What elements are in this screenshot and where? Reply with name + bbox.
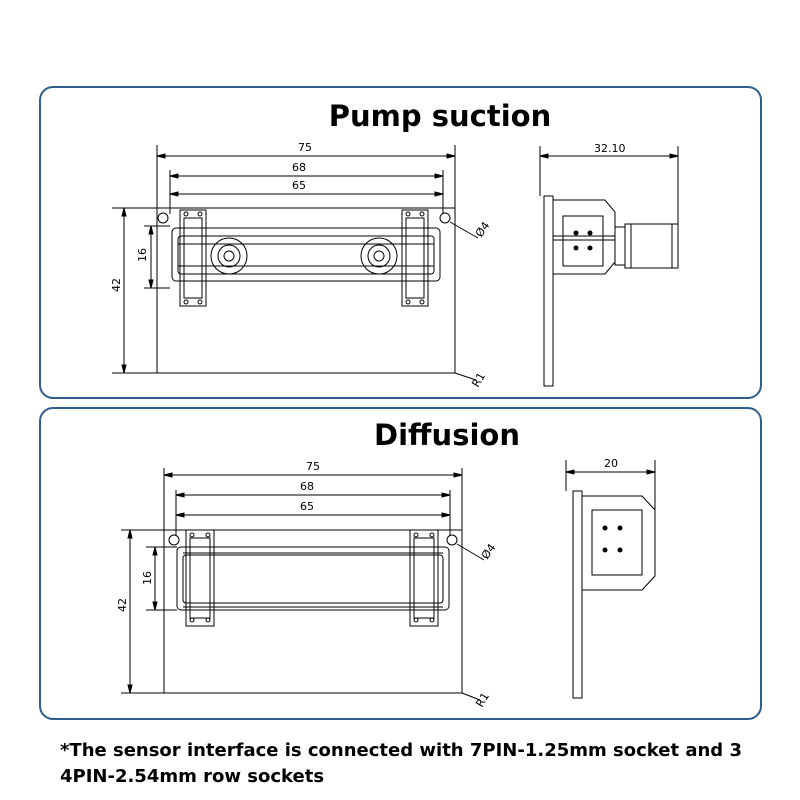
pump-dim-16: 16: [136, 248, 149, 262]
pump-dim-65: 65: [292, 179, 306, 192]
pump-dim-side: 32.10: [594, 142, 626, 155]
pump-side-bracket: [543, 195, 554, 387]
pump-chamber: [171, 227, 441, 282]
diffusion-dim-65: 65: [300, 500, 314, 513]
diffusion-hole-left: [168, 534, 180, 546]
diffusion-dim-side: 20: [604, 457, 618, 470]
pump-hole-right: [439, 212, 451, 224]
diffusion-dim-hole: Ø4: [479, 541, 499, 561]
diffusion-title: Diffusion: [374, 418, 520, 452]
pump-dim-42: 42: [110, 278, 123, 292]
pump-clamp-right: [401, 209, 429, 307]
diffusion-side-body: [581, 495, 656, 591]
pump-chamber-inner: [177, 235, 435, 275]
diffusion-plate: [163, 529, 463, 694]
pump-suction-title: Pump suction: [328, 99, 552, 133]
pump-dim-radius: R1: [469, 370, 488, 389]
diffusion-dim-16: 16: [141, 571, 154, 585]
diffusion-dim-radius: R1: [473, 690, 492, 709]
pump-port-left: [210, 237, 248, 275]
pump-dim-68: 68: [292, 161, 306, 174]
diffusion-clamp-right: [409, 529, 439, 627]
pump-hole-left: [157, 212, 169, 224]
diffusion-clamp-left: [185, 529, 215, 627]
pump-plate: [156, 207, 456, 374]
diffusion-dim-75: 75: [306, 460, 320, 473]
pump-clamp-left: [179, 209, 207, 307]
diffusion-hole-right: [446, 534, 458, 546]
pump-port-right: [360, 237, 398, 275]
pump-dim-75: 75: [298, 141, 312, 154]
diffusion-dim-42: 42: [116, 598, 129, 612]
diffusion-dim-68: 68: [300, 480, 314, 493]
sensor-interface-footnote: *The sensor interface is connected with …: [60, 740, 742, 787]
pump-suction-panel: [39, 86, 762, 399]
diffusion-side-bracket: [572, 490, 583, 699]
diffusion-chamber: [176, 546, 450, 611]
pump-side-fitting: [624, 223, 679, 269]
